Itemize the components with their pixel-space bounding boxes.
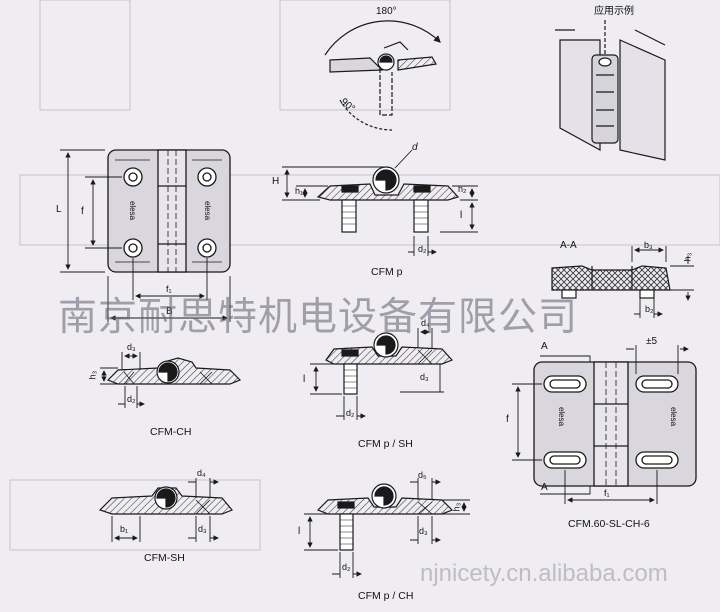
angle-180-label: 180°: [376, 6, 397, 17]
dim-f: f: [81, 206, 84, 217]
background-ghost: [9, 0, 720, 551]
psh-dim-d3: d₃: [420, 372, 429, 382]
psh-dim-d2: d₂: [346, 408, 355, 418]
slot-marking-left: elesa: [557, 406, 567, 427]
dim-h1: h₁: [295, 186, 304, 196]
dim-H: H: [272, 176, 280, 187]
site-watermark: njnicety.cn.alibaba.com: [420, 560, 668, 587]
caption-cfm-60-sl-ch-6: CFM.60-SL-CH-6: [568, 518, 650, 530]
caption-cfm-sh: CFM-SH: [144, 552, 185, 564]
dim-B: B: [166, 306, 173, 317]
sh-dim-d3: d₃: [198, 524, 207, 534]
section-aa: [551, 265, 671, 299]
slot-tolerance: ±5: [646, 336, 658, 347]
pch-dim-d3: d₃: [419, 526, 428, 536]
application-example-label: 应用示例: [594, 6, 634, 17]
psh-dim-l: l: [303, 374, 306, 385]
caption-cfm-p: CFM p: [371, 266, 403, 278]
dim-d: d: [412, 142, 418, 153]
company-watermark: 南京耐思特机电设备有限公司: [58, 295, 579, 340]
cfm-ch-dimensions: [100, 352, 144, 408]
slot-section-a-top: A: [541, 341, 548, 352]
rotation-diagram: [324, 20, 441, 131]
slot-section-a-bottom: A: [541, 482, 548, 493]
sh-dim-b1: b₁: [120, 524, 129, 534]
ch-dim-d3: d₃: [127, 342, 136, 352]
marking-left: elesa: [128, 200, 138, 221]
slotted-dimensions: [512, 345, 688, 504]
front-view-dimensions: [60, 149, 231, 322]
pch-dim-l: l: [298, 526, 301, 537]
psh-dim-d4: d₄: [421, 318, 430, 328]
ch-dim-h3: h₃: [87, 370, 98, 380]
pch-dim-d5: d₅: [418, 470, 427, 480]
slot-dim-f: f: [506, 414, 509, 425]
dim-h2: h₂: [458, 184, 467, 194]
dim-L: L: [56, 204, 62, 215]
dim-b2: b₂: [645, 304, 654, 314]
slot-dim-f1: f₁: [604, 488, 610, 498]
dim-d2: d₂: [418, 244, 427, 254]
sh-dim-d4: d₄: [197, 468, 206, 478]
pch-dim-h3: h₃: [451, 502, 462, 512]
cfm-p-ch-dimensions: [304, 478, 470, 578]
hinge-front-view: [107, 149, 231, 273]
dim-h3: h₃: [682, 252, 693, 262]
marking-right: elesa: [203, 200, 213, 221]
cfm-p-sh-section: [325, 332, 454, 395]
pch-dim-d2: d₂: [342, 562, 351, 572]
caption-cfm-p-sh: CFM p / SH: [358, 438, 413, 450]
slot-marking-right: elesa: [669, 406, 679, 427]
cfm-p-ch-section: [316, 483, 454, 551]
slotted-hinge-front-view: [533, 361, 697, 487]
cfm-p-dimensions: [282, 149, 478, 256]
ch-dim-d2: d₂: [127, 394, 136, 404]
cfm-sh-section: [98, 486, 233, 515]
dim-b3: b₃: [644, 240, 653, 250]
caption-cfm-p-ch: CFM p / CH: [358, 590, 414, 602]
dim-l: l: [460, 210, 463, 221]
cfm-ch-section: [106, 357, 242, 385]
section-aa-title: A-A: [560, 240, 577, 251]
cfm-sh-dimensions: [111, 478, 218, 542]
dim-f1: f₁: [166, 284, 172, 294]
cfm-p-sh-dimensions: [310, 328, 444, 420]
application-example: [555, 20, 666, 161]
cfm-p-section: [316, 166, 460, 233]
caption-cfm-ch: CFM-CH: [150, 426, 192, 438]
section-aa-dimensions: [631, 246, 694, 318]
